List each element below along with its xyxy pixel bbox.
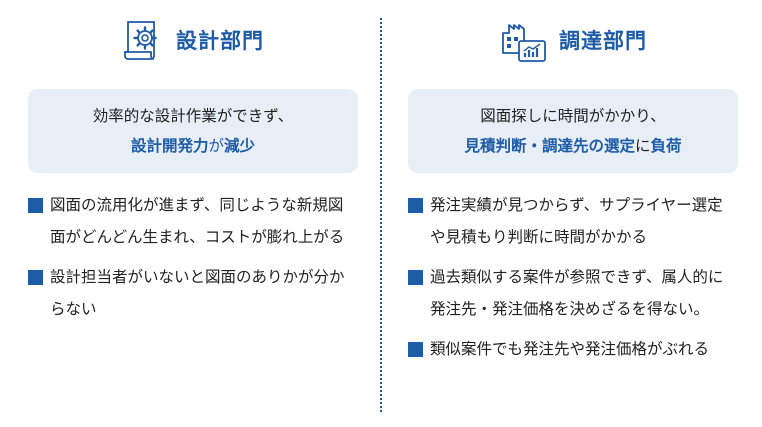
procurement-summary-emph2: 負荷 (650, 137, 682, 155)
procurement-department-panel: 調達部門 図面探しに時間がかかり、 見積判断・調達先の選定に負荷 発注実績が見つ… (408, 0, 738, 373)
square-bullet-icon (408, 342, 423, 357)
procurement-summary-line1: 図面探しに時間がかかり、 (480, 107, 666, 125)
procurement-header: 調達部門 (408, 0, 738, 70)
square-bullet-icon (28, 198, 43, 213)
list-item: 過去類似する案件が参照できず、属人的に発注先・発注価格を決めざるを得ない。 (408, 261, 738, 325)
procurement-issue-list: 発注実績が見つからず、サプライヤー選定や見積もり判断に時間がかかる 過去類似する… (408, 189, 738, 365)
square-bullet-icon (28, 270, 43, 285)
design-summary-line1: 効率的な設計作業ができず、 (92, 107, 294, 125)
design-summary-line2: 設計開発力が減少 (131, 131, 255, 161)
factory-chart-icon (502, 24, 546, 62)
list-item: 設計担当者がいないと図面のありかが分からない (28, 261, 358, 325)
square-bullet-icon (408, 270, 423, 285)
list-item: 類似案件でも発注先や発注価格がぶれる (408, 333, 738, 365)
column-divider (380, 18, 382, 412)
design-summary-emph: 設計開発力 (130, 137, 209, 155)
list-item: 発注実績が見つからず、サプライヤー選定や見積もり判断に時間がかかる (408, 189, 738, 253)
procurement-title: 調達部門 (559, 29, 647, 53)
square-bullet-icon (408, 198, 423, 213)
design-department-panel: 設計部門 効率的な設計作業ができず、 設計開発力が減少 図面の流用化が進まず、同… (28, 0, 358, 333)
procurement-summary-emph: 見積判断・調達先の選定 (464, 137, 635, 155)
design-issue-list: 図面の流用化が進まず、同じような新規図面がどんどん生まれ、コストが膨れ上がる 設… (28, 189, 358, 325)
design-summary-box: 効率的な設計作業ができず、 設計開発力が減少 (28, 89, 358, 173)
procurement-summary-line2: 見積判断・調達先の選定に負荷 (464, 131, 681, 161)
design-header: 設計部門 (28, 0, 358, 70)
gear-document-icon (124, 21, 157, 60)
procurement-summary-box: 図面探しに時間がかかり、 見積判断・調達先の選定に負荷 (408, 89, 738, 173)
design-summary-emph2: 減少 (224, 137, 256, 155)
design-summary-mid: が (208, 137, 224, 155)
procurement-summary-mid: に (634, 137, 651, 155)
design-title: 設計部門 (176, 29, 264, 53)
list-item: 図面の流用化が進まず、同じような新規図面がどんどん生まれ、コストが膨れ上がる (28, 189, 358, 253)
